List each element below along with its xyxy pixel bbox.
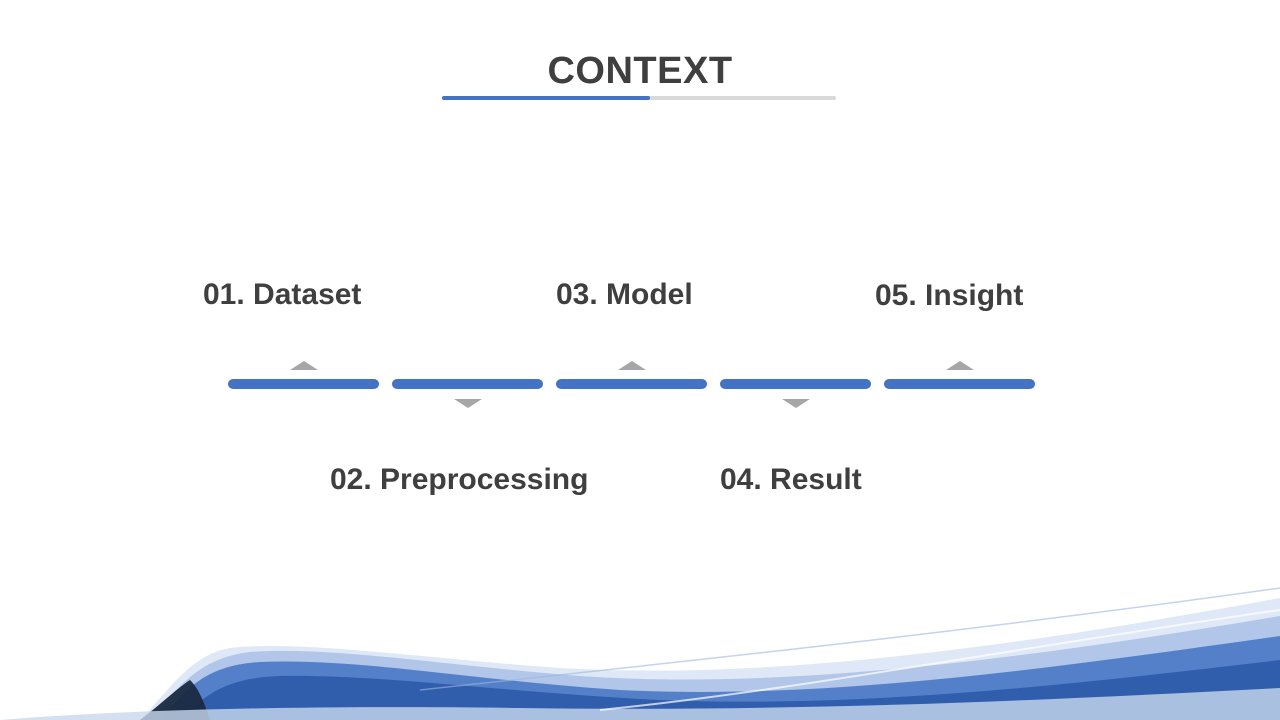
step-label-5: 05. Insight [875,279,1024,312]
down-marker-icon [782,399,810,408]
slide-title: CONTEXT [547,50,733,92]
title-underline-accent [442,96,650,100]
up-marker-icon [290,361,318,370]
timeline-segment-5 [884,379,1035,389]
title-underline [442,96,836,100]
up-marker-icon [618,361,646,370]
down-marker-icon [454,399,482,408]
step-label-3: 03. Model [556,278,693,311]
timeline-segment-2 [392,379,543,389]
step-label-2: 02. Preprocessing [330,463,589,496]
timeline-segment-4 [720,379,871,389]
wave-decoration [0,587,1280,720]
step-label-4: 04. Result [720,463,862,496]
step-label-1: 01. Dataset [203,278,362,311]
timeline-segment-1 [228,379,379,389]
timeline-segment-3 [556,379,707,389]
up-marker-icon [946,361,974,370]
